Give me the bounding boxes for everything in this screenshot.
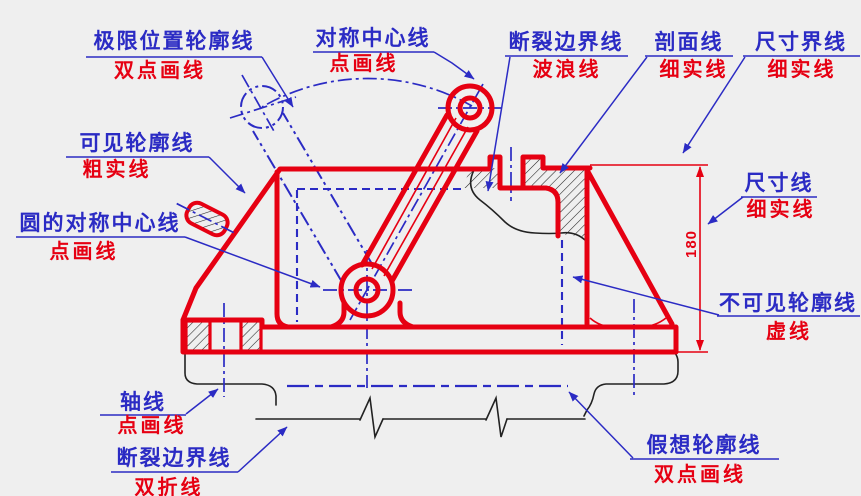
zigzag-break-symbol-2 <box>485 395 508 438</box>
callouts: 极限位置轮廓线 双点画线 对称中心线 点画线 断裂边界线 波浪线 剖面线 细实线… <box>16 26 860 496</box>
callout-term: 尺寸线 <box>745 171 814 195</box>
inner-cavity-wall <box>520 185 561 239</box>
callout-leader <box>184 236 321 288</box>
arm-axis-centerline <box>349 83 484 321</box>
callout-visible-contour: 可见轮廓线 粗实线 <box>66 131 246 194</box>
pedestal-right-edge <box>397 300 416 330</box>
callout-term: 可见轮廓线 <box>80 131 195 155</box>
callout-leader <box>237 426 288 473</box>
callout-leader <box>572 275 720 316</box>
callout-term: 极限位置轮廓线 <box>94 29 255 53</box>
callout-leader <box>682 56 746 154</box>
callout-leader <box>185 388 219 415</box>
callout-linetype: 细实线 <box>768 57 837 81</box>
dimension-value: 180 <box>683 230 700 258</box>
body-front-edge <box>274 169 291 330</box>
callout-term: 圆的对称中心线 <box>20 211 181 235</box>
rib-foot-fillet-right <box>641 317 667 328</box>
callout-linetype: 细实线 <box>660 57 729 81</box>
callout-linetype: 细实线 <box>747 197 816 221</box>
center-lines <box>223 77 635 397</box>
hidden-lines <box>295 187 564 345</box>
callout-dim-line: 尺寸线 细实线 <box>707 171 817 225</box>
callout-break-wavy: 断裂边界线 波浪线 <box>485 30 628 192</box>
callout-term: 对称中心线 <box>316 26 431 50</box>
rib-foot-fillet-left <box>589 317 615 328</box>
callout-term: 不可见轮廓线 <box>719 291 857 315</box>
callout-leader <box>485 56 511 192</box>
arm-outer-edge-left <box>359 112 450 268</box>
rib-hypotenuse <box>584 167 675 327</box>
callout-leader <box>568 391 634 459</box>
callout-imaginary-contour: 假想轮廓线 双点画线 <box>568 391 779 486</box>
phantom-crosshair-radial <box>241 74 276 134</box>
callout-break-zigzag: 断裂边界线 双折线 <box>111 426 288 496</box>
callout-leader <box>559 56 648 174</box>
upper-boss-outer-circle <box>445 83 495 133</box>
callout-linetype: 粗实线 <box>83 157 152 181</box>
callout-term: 断裂边界线 <box>117 446 232 470</box>
callout-symmetry-center: 对称中心线 点画线 <box>313 26 475 80</box>
callout-limit-position: 极限位置轮廓线 双点画线 <box>86 29 294 108</box>
base-plate-outline <box>180 317 679 355</box>
phantom-arm-edge-lower <box>252 130 343 283</box>
broken-away-footprint <box>184 169 679 440</box>
hatch-base-block-left <box>184 319 212 353</box>
phantom-arm-edge-upper <box>282 112 373 265</box>
hatch-area-right <box>523 157 585 237</box>
limit-position-phantom-arm <box>229 74 373 283</box>
body-left-outline <box>180 154 593 323</box>
arm-inner-edge-left <box>371 117 457 270</box>
callout-linetype: 双点画线 <box>654 462 746 486</box>
slope-lug <box>176 200 238 238</box>
footprint-left-outline <box>184 352 277 406</box>
callout-leader <box>208 156 246 194</box>
arm-inner-edge-right <box>383 126 469 277</box>
arm-outer-edge-right <box>389 128 480 284</box>
callout-term: 轴线 <box>120 390 166 414</box>
callout-axis: 轴线 点画线 <box>100 388 219 437</box>
callout-circle-center: 圆的对称中心线 点画线 <box>16 211 321 288</box>
callout-linetype: 点画线 <box>50 239 119 263</box>
phantom-crosshair-perp <box>229 96 297 119</box>
swing-arc <box>261 77 473 108</box>
callout-leader <box>707 196 744 225</box>
callout-linetype: 虚线 <box>766 319 812 343</box>
callout-linetype: 点画线 <box>118 413 187 437</box>
pedestal-left-edge <box>328 300 347 330</box>
callout-leader <box>433 51 475 80</box>
callout-term: 剖面线 <box>655 30 724 54</box>
upper-hole-circle <box>457 95 483 121</box>
callout-dim-extension: 尺寸界线 细实线 <box>682 30 860 154</box>
hatch-base-block-right <box>239 319 263 353</box>
callout-term: 尺寸界线 <box>755 30 847 54</box>
footprint-right-outline <box>583 352 679 417</box>
callout-section-line: 剖面线 细实线 <box>559 30 733 174</box>
callout-term: 假想轮廓线 <box>647 433 762 457</box>
callout-leader <box>261 56 294 108</box>
callout-linetype: 双点画线 <box>114 58 206 82</box>
callout-linetype: 波浪线 <box>533 57 602 81</box>
callout-linetype: 双折线 <box>135 475 204 496</box>
pivot-hole-circle <box>353 276 381 304</box>
callout-linetype: 点画线 <box>330 51 399 75</box>
callout-term: 断裂边界线 <box>509 30 624 54</box>
part-visible-contour <box>176 83 679 355</box>
zigzag-break-symbol-1 <box>359 395 384 440</box>
callout-invisible-contour: 不可见轮廓线 虚线 <box>572 275 860 343</box>
pivot-boss-outer-circle <box>338 261 396 319</box>
lug-centerline <box>176 202 238 236</box>
phantom-boss-circle <box>240 85 284 129</box>
dimension-group: 180 <box>590 164 708 353</box>
